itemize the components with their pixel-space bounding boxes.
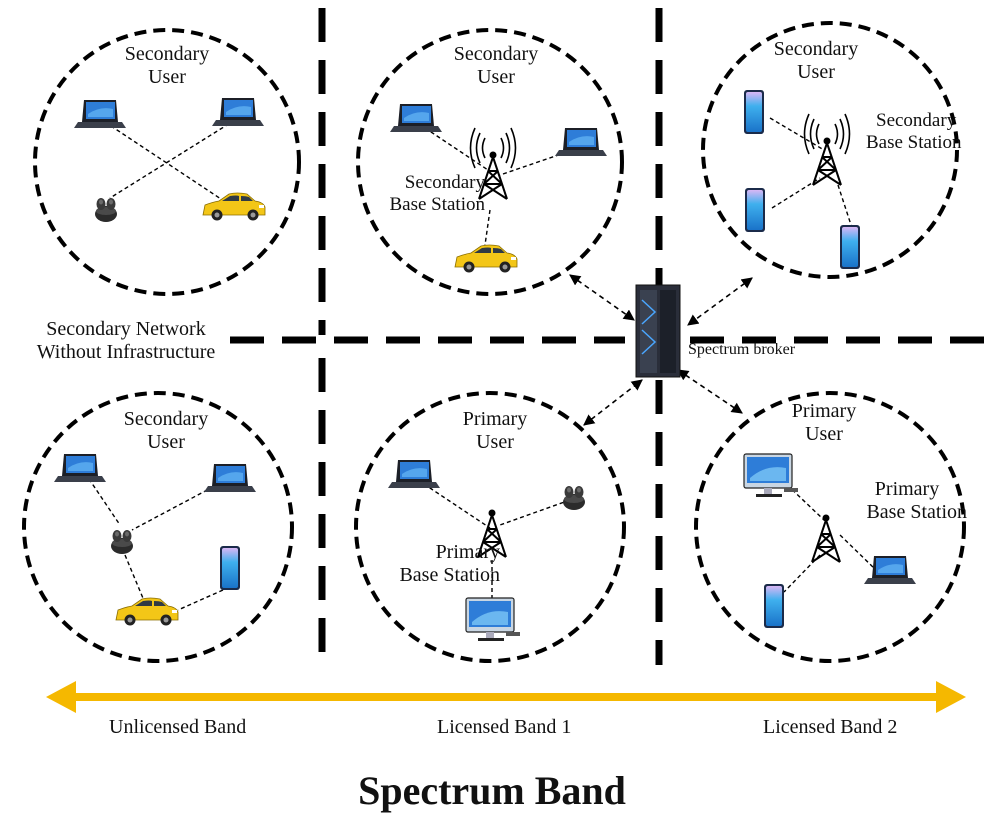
phone-icon	[840, 225, 860, 269]
desktop-icon	[743, 453, 799, 498]
broker-links	[569, 274, 753, 426]
earbuds-icon	[95, 198, 117, 222]
cell-top-right	[701, 21, 959, 279]
laptop-icon	[54, 454, 106, 482]
laptop-icon	[74, 100, 126, 128]
car-icon	[454, 244, 518, 273]
earbuds-icon	[111, 530, 133, 554]
laptop-icon	[204, 464, 256, 492]
car-icon	[202, 192, 266, 221]
earbuds-icon	[563, 486, 585, 510]
link-broker-top-middle	[569, 274, 635, 321]
laptop-icon	[212, 98, 264, 126]
car-icon	[115, 597, 179, 626]
phone-icon	[744, 90, 764, 134]
link-broker-bottom-right	[677, 369, 743, 414]
signal-waves-icon	[803, 113, 851, 155]
tower-icon	[811, 514, 841, 563]
laptop-icon	[555, 128, 607, 156]
link-broker-bottom-middle	[583, 379, 643, 426]
band-label-licensed-1: Licensed Band 1	[437, 716, 572, 738]
cell-bottom-right	[694, 391, 966, 663]
cell-bottom-left	[22, 391, 294, 663]
signal-waves-icon	[469, 127, 517, 169]
cell-circles	[22, 21, 966, 663]
laptop-icon	[864, 556, 916, 584]
spectrum-arrow	[46, 681, 966, 713]
laptop-icon	[390, 104, 442, 132]
desktop-icon	[465, 597, 521, 642]
cell-top-middle	[356, 28, 624, 296]
axis-title: Spectrum Band	[358, 768, 626, 813]
band-label-licensed-2: Licensed Band 2	[763, 716, 898, 738]
phone-icon	[220, 546, 240, 590]
broker-label: Spectrum broker	[688, 341, 796, 358]
cell-bottom-middle	[354, 391, 626, 663]
server-icon	[635, 284, 681, 378]
link-broker-top-right	[687, 277, 753, 326]
tower-icon	[812, 137, 842, 186]
cell-top-left	[33, 28, 301, 296]
band-label-unlicensed: Unlicensed Band	[109, 716, 247, 738]
phone-icon	[745, 188, 765, 232]
grid-divider-lines	[230, 8, 984, 665]
phone-icon	[764, 584, 784, 628]
laptop-icon	[388, 460, 440, 488]
